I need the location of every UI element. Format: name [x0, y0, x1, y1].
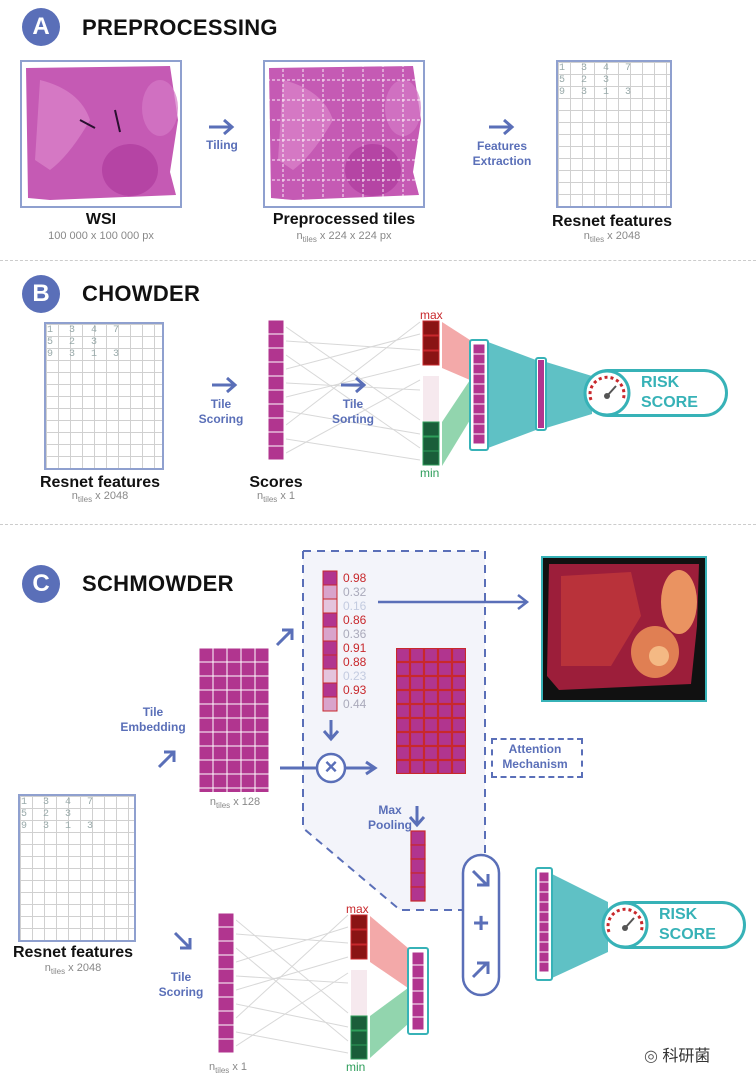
- combined-funnel-c: [535, 867, 608, 981]
- tile-scoring-arrow-c: [173, 931, 192, 950]
- resnet-features-grid-a: [556, 60, 672, 208]
- resnet-features-label-c: Resnet features: [12, 944, 134, 961]
- scores-size-b: ntiles x 1: [256, 490, 296, 505]
- tile-sorting-arrow-b: [341, 376, 367, 394]
- max-label-c: max: [346, 902, 369, 916]
- attention-value: 0.93: [343, 683, 367, 697]
- watermark: ◎ 科研菌: [644, 1048, 711, 1065]
- attention-value: 0.88: [343, 655, 367, 669]
- attention-value: 0.98: [343, 571, 367, 585]
- max-pooling-arrow: [408, 806, 426, 828]
- embedding-matrix: [199, 648, 269, 792]
- wsi-label: WSI: [85, 211, 117, 228]
- resnet-features-grid-c: [18, 794, 136, 942]
- resnet-features-grid-b: [44, 322, 164, 470]
- max-min-tiles-b: [422, 320, 440, 466]
- min-label-b: min: [420, 466, 440, 480]
- scores-column-c: [218, 913, 235, 1054]
- tile-embedding-arrow: [157, 750, 176, 769]
- attention-value: 0.23: [343, 669, 367, 683]
- funnel-c: [370, 916, 429, 1058]
- combine-pill: [461, 853, 501, 997]
- resnet-features-size-a: ntiles x 2048: [583, 230, 641, 245]
- preprocessed-tiles-image: [263, 60, 425, 208]
- tiling-arrow: [209, 118, 235, 136]
- scores-column-b: [268, 320, 285, 461]
- features-extraction-arrow: [489, 118, 515, 136]
- funnel-b: [442, 322, 592, 466]
- embed-size: ntiles x 128: [209, 796, 261, 811]
- section-c-badge: C: [22, 565, 60, 603]
- scores-label-b: Scores: [249, 474, 303, 491]
- attention-value: 0.86: [343, 613, 367, 627]
- section-a-badge: A: [22, 8, 60, 46]
- attention-value: 0.44: [343, 697, 367, 711]
- attention-value: 0.91: [343, 641, 367, 655]
- attention-mechanism-box: [491, 738, 583, 778]
- resnet-features-label-b: Resnet features: [39, 474, 161, 491]
- section-a-title: PREPROCESSING: [82, 15, 278, 40]
- section-b-title: CHOWDER: [82, 281, 201, 306]
- plus-symbol: +: [472, 907, 490, 938]
- attention-column: [322, 570, 338, 712]
- resnet-features-size-b: ntiles x 2048: [71, 490, 129, 505]
- resnet-features-size-c: ntiles x 2048: [44, 962, 102, 977]
- embed-to-multiply-arrow: [280, 760, 378, 776]
- preprocessed-tiles-size: ntiles x 224 x 224 px: [296, 230, 392, 245]
- tile-scoring-arrow-b: [212, 376, 238, 394]
- tiles-subscript: tiles: [302, 235, 317, 245]
- sorting-lines-c: [236, 914, 349, 1054]
- sorting-lines-b: [286, 321, 421, 461]
- tiling-label: Tiling: [206, 138, 238, 152]
- attention-dashed-region: [302, 550, 486, 911]
- wsi-size: 100 000 x 100 000 px: [48, 230, 154, 242]
- section-c-title: SCHMOWDER: [82, 571, 234, 596]
- wsi-image: [20, 60, 182, 208]
- gauge-icon-c: [601, 901, 649, 949]
- attention-value: 0.32: [343, 585, 367, 599]
- attention-value: 0.16: [343, 599, 367, 613]
- multiply-symbol: ×: [324, 754, 338, 779]
- wechat-icon: ◎: [644, 1048, 658, 1065]
- attention-heatmap: [541, 556, 707, 702]
- pooled-column: [410, 830, 426, 902]
- max-label-b: max: [420, 308, 443, 322]
- multiply-icon: [315, 752, 347, 784]
- scores-size-c: ntiles x 1: [208, 1061, 248, 1076]
- attention-down-arrow: [322, 720, 340, 742]
- attention-value: 0.36: [343, 627, 367, 641]
- section-b-badge: B: [22, 275, 60, 313]
- divider-ab: [0, 260, 756, 261]
- preprocessed-tiles-label: Preprocessed tiles: [272, 211, 416, 228]
- max-min-tiles-c: [350, 914, 368, 1060]
- min-label-c: min: [346, 1060, 366, 1074]
- heatmap-arrow: [378, 594, 530, 610]
- divider-bc: [0, 524, 756, 525]
- gauge-icon-b: [583, 369, 631, 417]
- embed-to-attention-arrow: [275, 628, 294, 647]
- weighted-matrix: [396, 648, 466, 774]
- features-extraction-label: Features Extraction: [472, 139, 532, 168]
- resnet-features-label-a: Resnet features: [551, 213, 673, 230]
